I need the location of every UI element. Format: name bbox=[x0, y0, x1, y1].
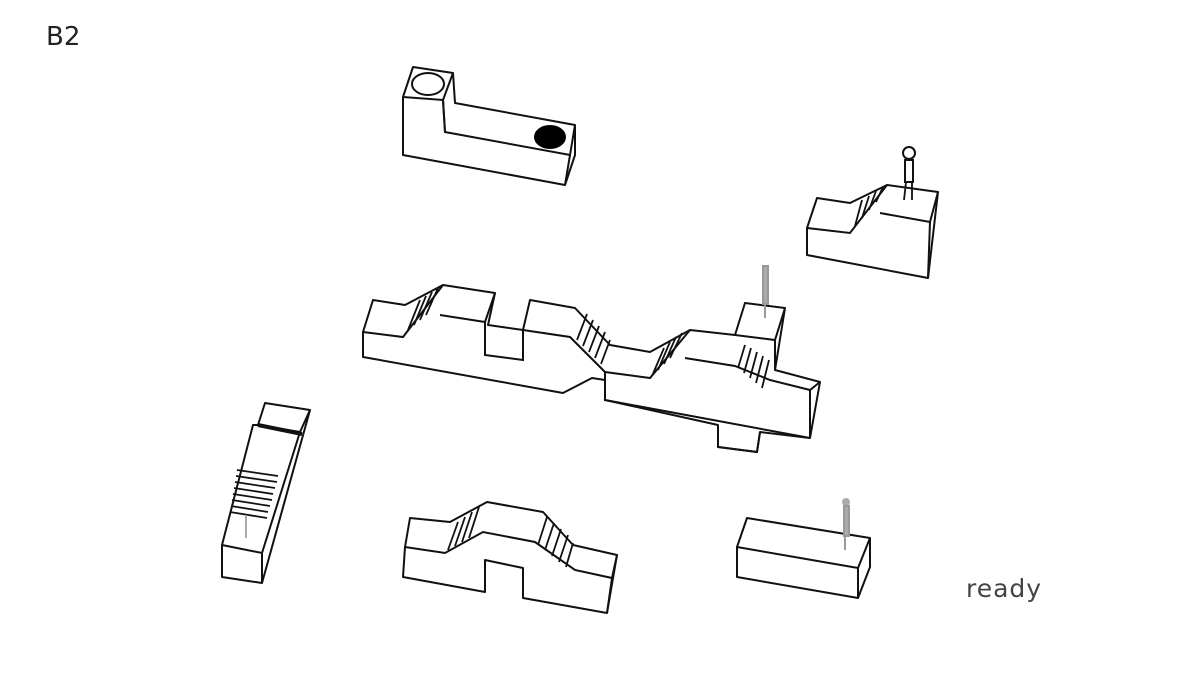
block-middle-long[interactable] bbox=[362, 284, 821, 454]
shadow-mannequin-icon bbox=[762, 265, 769, 318]
block-stair-bridge[interactable] bbox=[402, 501, 618, 614]
block-stair-right[interactable] bbox=[806, 184, 939, 279]
start-ring-icon bbox=[411, 72, 445, 96]
status-text: ready bbox=[966, 574, 1043, 603]
player-mannequin-icon[interactable] bbox=[902, 146, 916, 201]
level-indicator: B2 bbox=[46, 22, 81, 52]
block-top-pillar[interactable] bbox=[402, 66, 576, 186]
shadow-mannequin-icon bbox=[842, 498, 850, 550]
block-small-box[interactable] bbox=[736, 517, 871, 599]
goal-hole-icon bbox=[534, 125, 566, 149]
block-slanted-column[interactable] bbox=[221, 402, 311, 584]
